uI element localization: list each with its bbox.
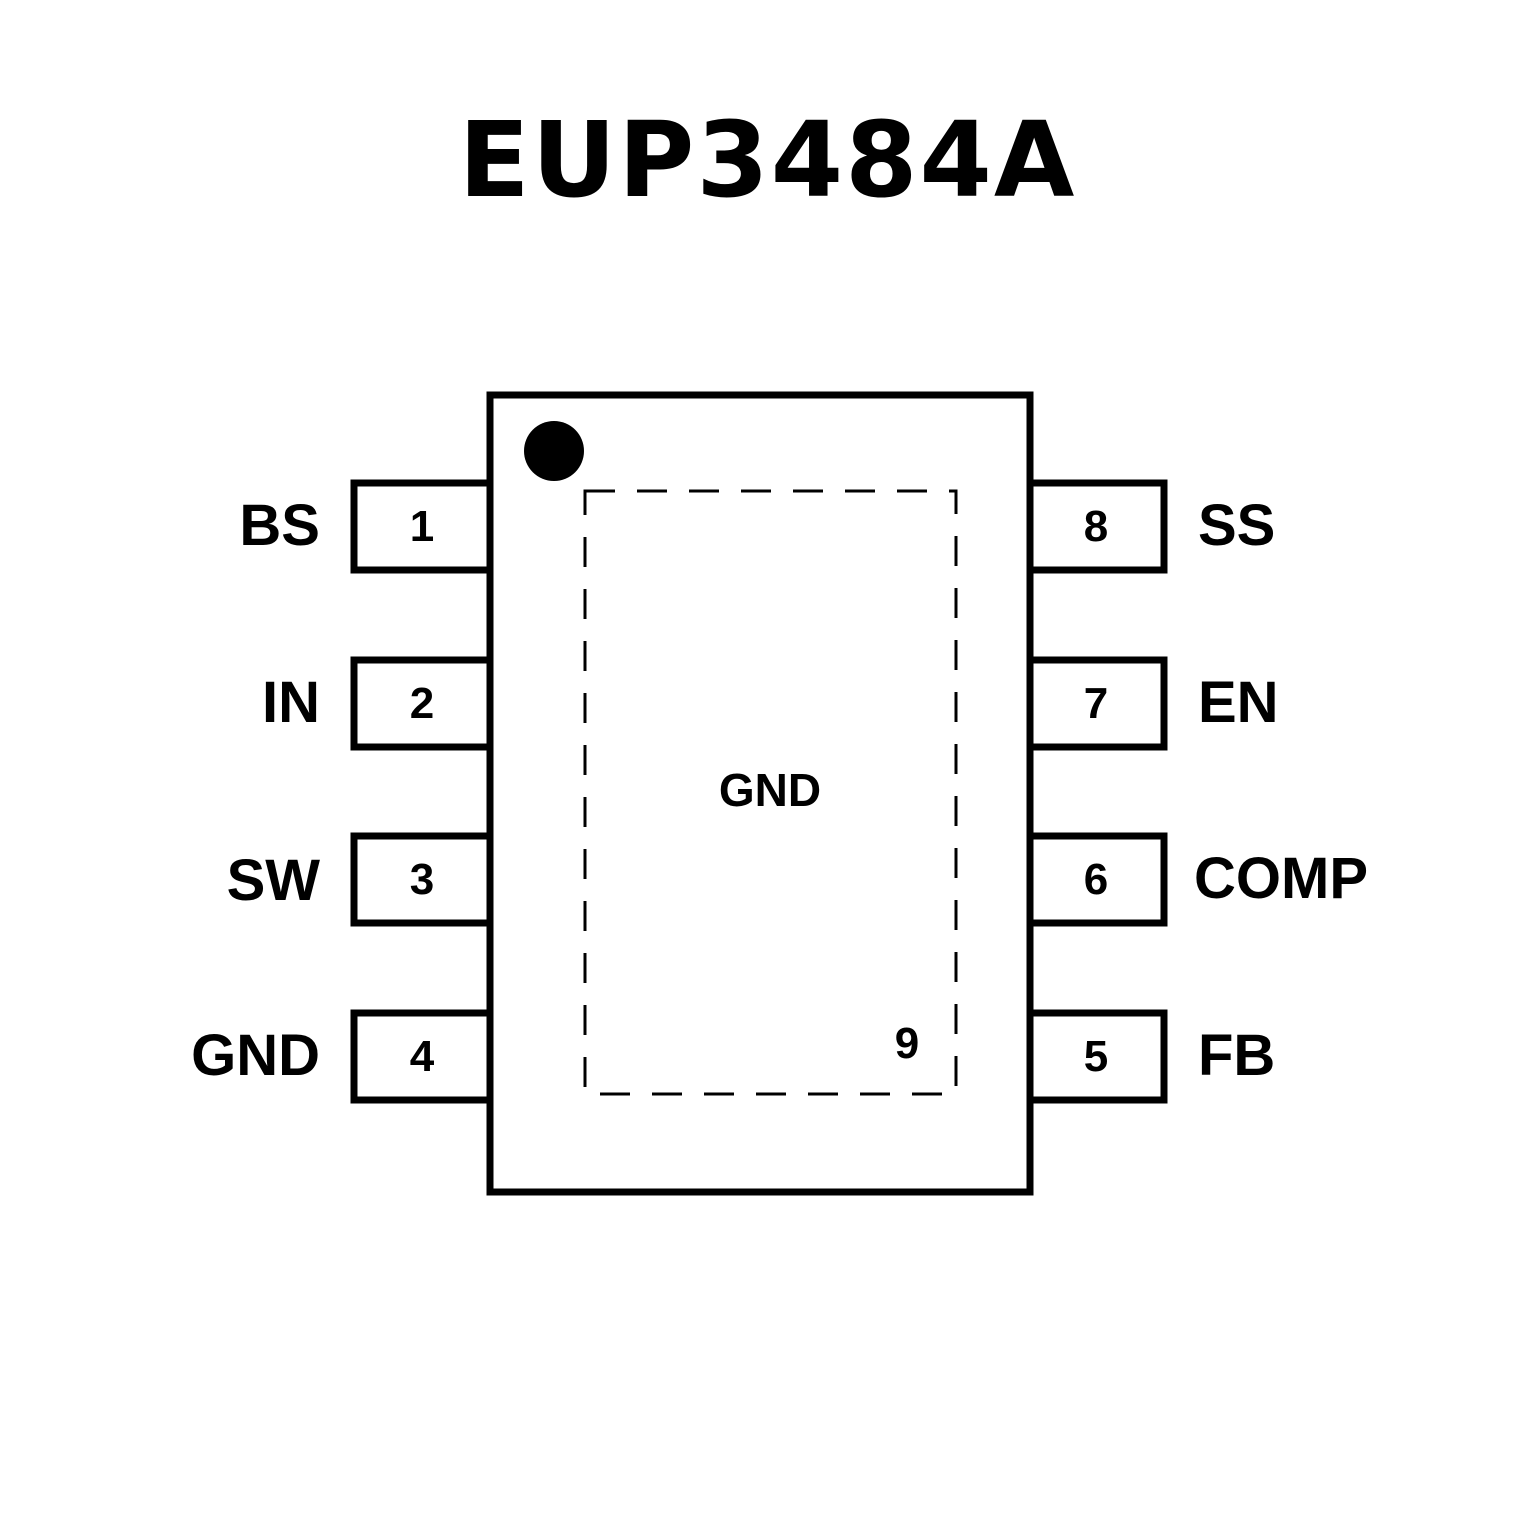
pin-number: 5 bbox=[1084, 1032, 1108, 1081]
pin1-marker-dot bbox=[524, 421, 584, 481]
pin-right-5: 5 FB bbox=[1030, 1009, 1275, 1104]
exposed-pad-label: GND bbox=[719, 764, 821, 816]
pin-name: IN bbox=[262, 670, 320, 735]
pin-number: 8 bbox=[1084, 502, 1108, 551]
pin-number: 2 bbox=[410, 679, 434, 728]
pin-name: SS bbox=[1198, 493, 1275, 558]
pin-name: GND bbox=[191, 1023, 320, 1088]
pin-name: SW bbox=[227, 848, 321, 913]
pin-number: 6 bbox=[1084, 855, 1108, 904]
pin-name: BS bbox=[239, 493, 320, 558]
pin-name: EN bbox=[1198, 670, 1279, 735]
pin-left-1: 1 BS bbox=[239, 479, 490, 574]
pin-number: 4 bbox=[410, 1032, 435, 1081]
chip-title: EUP3484A bbox=[458, 99, 1077, 221]
pin-number: 1 bbox=[410, 502, 434, 551]
pin-name: FB bbox=[1198, 1023, 1275, 1088]
pin-number: 7 bbox=[1084, 679, 1108, 728]
pin-right-8: 8 SS bbox=[1030, 479, 1275, 574]
exposed-pad-number: 9 bbox=[895, 1019, 919, 1068]
pin-left-4: 4 GND bbox=[191, 1009, 490, 1104]
pin-number: 3 bbox=[410, 855, 434, 904]
pin-right-6: 6 COMP bbox=[1030, 832, 1368, 927]
pin-left-3: 3 SW bbox=[227, 832, 490, 927]
exposed-pad-outline bbox=[583, 489, 958, 1096]
pin-left-2: 2 IN bbox=[262, 656, 490, 751]
pin-right-7: 7 EN bbox=[1030, 656, 1279, 751]
chip-body bbox=[486, 391, 1034, 1196]
pin-name: COMP bbox=[1194, 846, 1368, 911]
